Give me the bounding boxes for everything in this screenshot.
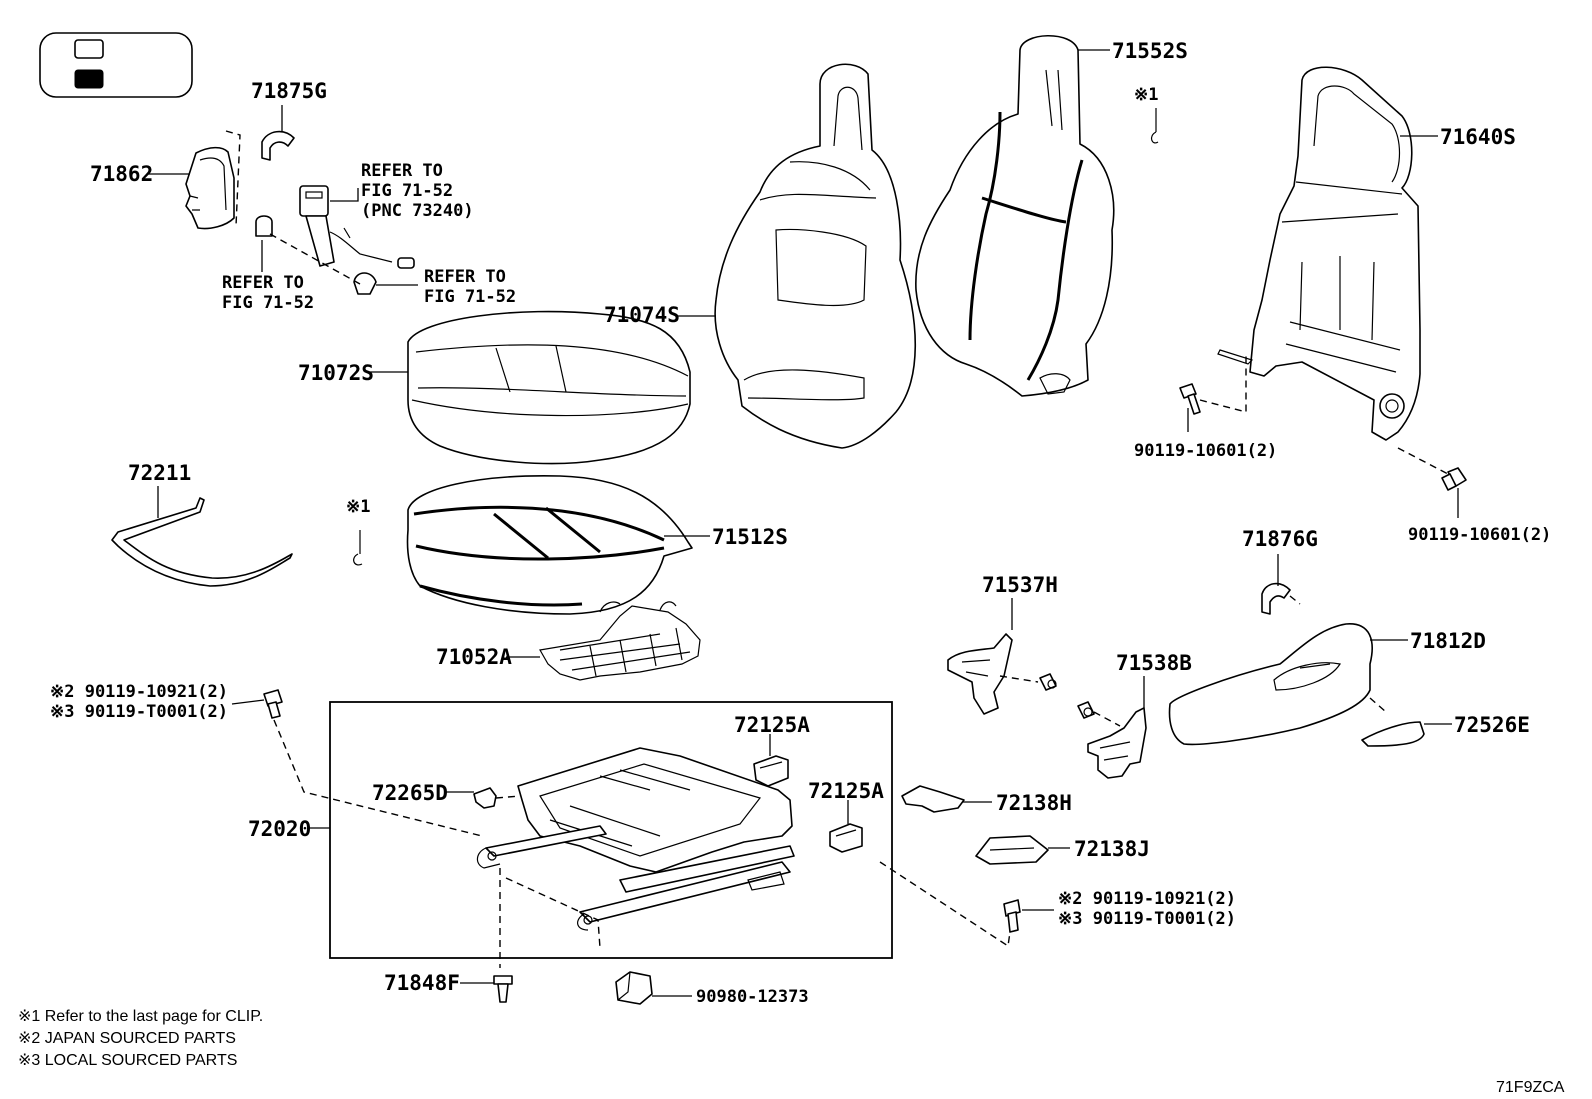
cover-71875G [261,130,295,161]
seat-shield-71812D [1168,623,1373,746]
label-refer-belt-3: (PNC 73240) [361,201,474,221]
bolt-10601-lower [1441,467,1467,491]
label-71052A: 71052A [436,645,512,669]
connector-72125A-upper [753,755,789,787]
legend-box [39,32,193,98]
label-72265D: 72265D [372,781,448,805]
label-71862: 71862 [90,162,153,186]
adjuster-frame-box [329,701,893,959]
label-72125A-lower: 72125A [808,779,884,803]
screw-71537H [1039,673,1057,691]
label-71538B: 71538B [1116,651,1192,675]
bracket-71538B [1087,707,1147,779]
label-71512S: 71512S [712,525,788,549]
label-right-bolt-1: ※2 90119-10921(2) [1058,889,1236,909]
label-left-bolt-2: ※3 90119-T0001(2) [50,702,228,722]
bolt-10601-upper [1179,383,1201,415]
bracket-71537H [947,633,1013,715]
label-71074S: 71074S [604,303,680,327]
label-71072S: 71072S [298,361,374,385]
label-bolt-10601-a: 90119-10601(2) [1134,441,1277,461]
bolt-left [263,689,283,719]
screw-71538B [1077,701,1095,719]
label-72138J: 72138J [1074,837,1150,861]
label-refer-right-2: FIG 71-52 [424,287,516,307]
seat-adjuster-72020 [476,747,795,931]
clip-top [1150,108,1159,144]
label-right-bolt-2: ※3 90119-T0001(2) [1058,909,1236,929]
bolt-right [1003,899,1021,933]
label-71552S: 71552S [1112,39,1188,63]
label-note1-mid: ※1 [346,497,370,517]
label-71812D: 71812D [1410,629,1486,653]
bolt-71848F [493,975,513,1003]
seatback-pad-71552S [915,34,1115,397]
label-71848F: 71848F [384,971,460,995]
clip-72265D [473,787,497,809]
cover-72526E [1361,721,1425,747]
label-71875G: 71875G [251,79,327,103]
label-71640S: 71640S [1440,125,1516,149]
cover-72138H [901,785,965,813]
seat-spring-71052A [539,601,701,681]
seat-belt-buckle [299,185,415,269]
label-refer-belt-2: FIG 71-52 [361,181,453,201]
clip-left [255,215,273,237]
clip-mid [353,530,363,566]
label-72138H: 72138H [996,791,1072,815]
wire-72211 [111,497,293,587]
cover-71876G [1261,582,1291,615]
seatback-cover-71074S [714,63,917,449]
label-note1-top: ※1 [1134,85,1158,105]
seat-cushion-cover-71072S [407,310,691,465]
label-72125A-upper: 72125A [734,713,810,737]
figure-code: 71F9ZCA [1496,1079,1565,1096]
cap-90980-12373 [615,971,653,1005]
cover-72138J [975,835,1049,865]
seat-cushion-pad-71512S [406,475,693,615]
clip-right [353,272,377,295]
seatback-frame-71640S [1217,66,1421,441]
label-90980-12373: 90980-12373 [696,987,809,1007]
label-refer-left-1: REFER TO [222,273,304,293]
label-refer-left-2: FIG 71-52 [222,293,314,313]
label-left-bolt-1: ※2 90119-10921(2) [50,682,228,702]
label-refer-right-1: REFER TO [424,267,506,287]
label-72526E: 72526E [1454,713,1530,737]
footnote-2: ※2 JAPAN SOURCED PARTS [18,1030,236,1047]
label-71876G: 71876G [1242,527,1318,551]
label-71537H: 71537H [982,573,1058,597]
label-72211: 72211 [128,461,191,485]
label-refer-belt-1: REFER TO [361,161,443,181]
belt-cover-71862 [185,146,235,230]
connector-72125A-lower [829,823,863,853]
label-72020: 72020 [248,817,311,841]
label-bolt-10601-b: 90119-10601(2) [1408,525,1551,545]
footnote-1: ※1 Refer to the last page for CLIP. [18,1008,263,1025]
footnote-3: ※3 LOCAL SOURCED PARTS [18,1052,237,1069]
